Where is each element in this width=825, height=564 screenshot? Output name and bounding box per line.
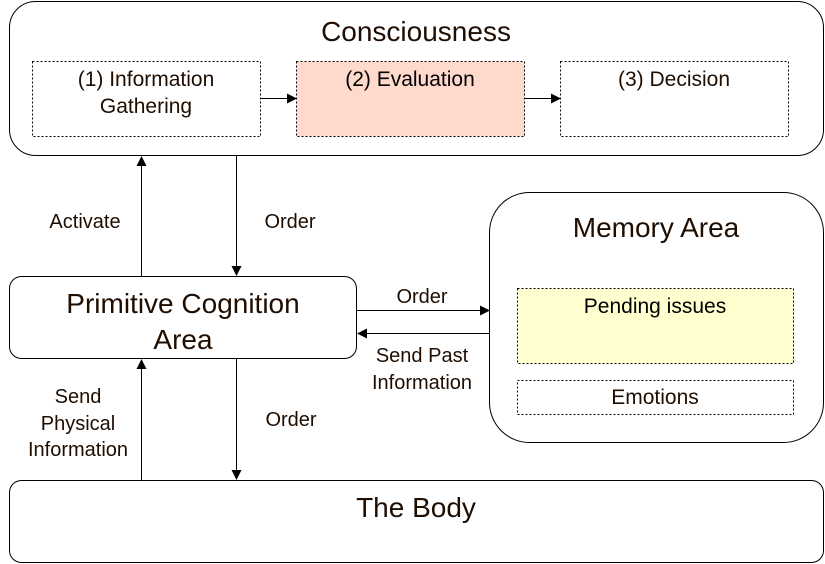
primitive-title: Primitive Cognition	[66, 288, 299, 319]
consciousness-title: Consciousness	[321, 16, 511, 47]
edge-label-send-physical: Send	[55, 386, 102, 408]
step-decision: (3) Decision	[560, 61, 789, 137]
emotions-label: Emotions	[611, 386, 699, 409]
step-information-gathering: (1) Information Gathering	[32, 61, 261, 137]
primitive-cognition-box: Primitive Cognition Area	[9, 276, 357, 359]
step-label: (3) Decision	[618, 68, 730, 91]
edge-label-send-physical: Physical	[41, 413, 115, 435]
memory-area-box: Memory Area Pending issues Emotions	[489, 192, 824, 443]
edge-label-send-physical: Information	[28, 439, 128, 461]
body-box: The Body	[9, 480, 824, 563]
emotions-box: Emotions	[517, 380, 794, 415]
memory-title: Memory Area	[573, 212, 740, 243]
consciousness-box: Consciousness (1) Information Gathering …	[9, 1, 824, 156]
edge-label-send-past: Send Past	[376, 345, 469, 367]
edge-label-order: Order	[396, 286, 447, 308]
step-label: Gathering	[100, 95, 192, 118]
pending-issues-box: Pending issues	[517, 288, 794, 364]
pending-issues-label: Pending issues	[584, 295, 726, 318]
edge-label-send-past: Information	[372, 372, 472, 394]
body-title: The Body	[356, 492, 476, 523]
step-label: (1) Information	[78, 68, 215, 91]
edge-label-order: Order	[264, 211, 315, 233]
edge-label-activate: Activate	[49, 211, 120, 233]
primitive-title: Area	[153, 324, 213, 355]
step-label: (2) Evaluation	[345, 68, 475, 91]
step-evaluation: (2) Evaluation	[296, 61, 525, 137]
edge-label-order: Order	[265, 409, 316, 431]
